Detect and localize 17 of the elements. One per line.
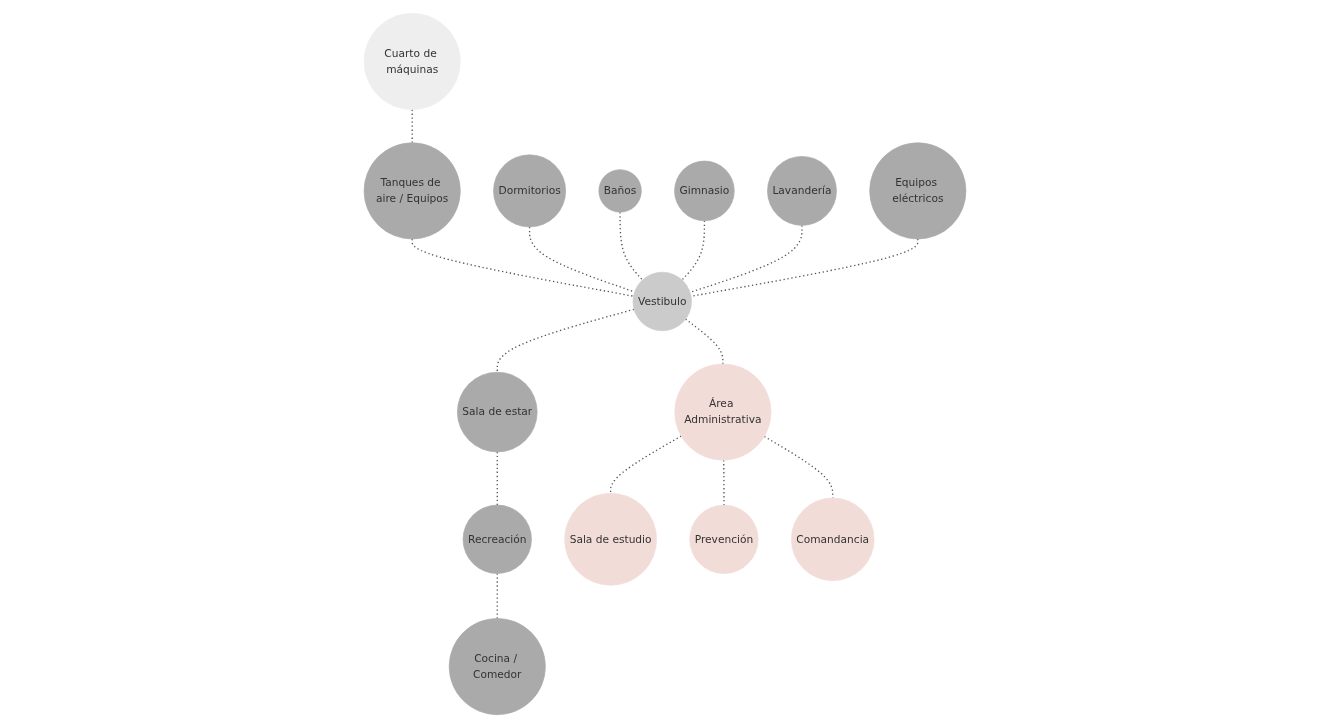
node-circle: Área Administrativa	[674, 363, 772, 461]
node-circle: Comandancia	[791, 497, 875, 581]
node-circle: Sala de estudio	[564, 493, 657, 586]
node-circle: Cocina / Comedor	[448, 618, 546, 716]
node-circle: Lavandería	[767, 156, 837, 226]
node-circle: Cuarto de máquinas	[363, 13, 461, 110]
node-circle: Tanques de aire / Equipos	[363, 142, 461, 240]
connector	[496, 308, 635, 373]
node-circle: Vestibulo	[632, 271, 692, 332]
node-circle: Gimnasio	[674, 160, 735, 222]
node-circle: Dormitorios	[493, 154, 566, 228]
node-circle: Prevención	[689, 504, 759, 574]
node-circle: Baños	[598, 169, 642, 213]
node-circle: Sala de estar	[457, 371, 538, 453]
node-circle: Equipos eléctricos	[869, 142, 967, 240]
node-circle: Recreación	[462, 504, 532, 574]
connector	[609, 435, 682, 495]
